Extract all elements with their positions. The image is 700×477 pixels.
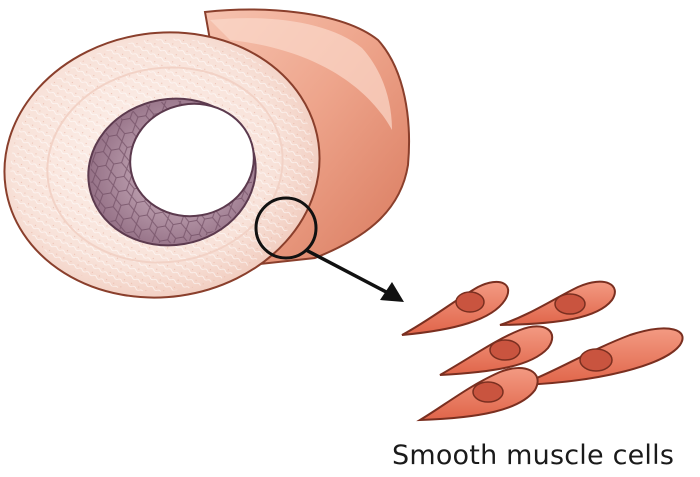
muscle-cell: [500, 282, 615, 325]
muscle-cell: [420, 368, 538, 420]
muscle-cell: [440, 326, 552, 375]
smooth-muscle-cells: [402, 282, 683, 420]
muscle-cell: [402, 282, 508, 335]
cells-caption: Smooth muscle cells: [392, 440, 692, 471]
pointer-arrow-line: [306, 250, 390, 294]
